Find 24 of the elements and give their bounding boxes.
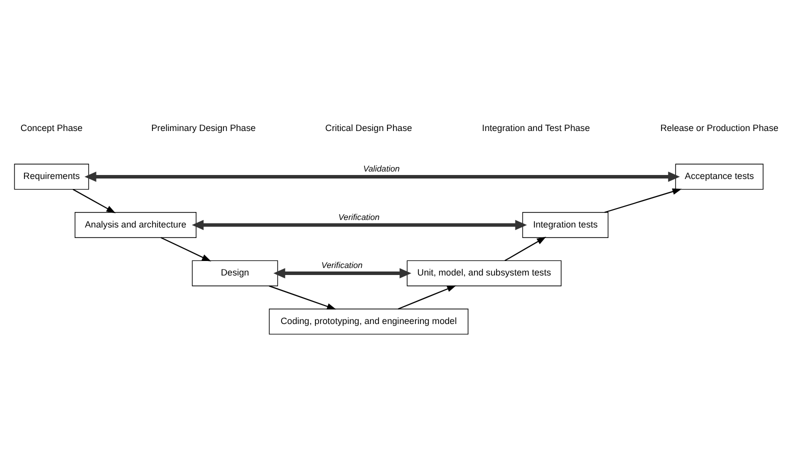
arrow — [160, 236, 212, 261]
node-box: Coding, prototyping, and engineering model — [268, 308, 468, 334]
edge-label: Verification — [338, 211, 380, 222]
arrow — [273, 268, 412, 278]
label: Critical Design Phase — [325, 122, 412, 132]
arrow — [72, 188, 116, 213]
arrow — [192, 219, 527, 230]
arrow — [504, 236, 546, 261]
edge-label: Validation — [363, 163, 400, 174]
node-box: Acceptance tests — [675, 163, 764, 190]
label: Release or Production Phase — [660, 122, 778, 132]
arrow — [604, 188, 682, 212]
arrow — [398, 284, 456, 309]
node-box: Integration tests — [522, 212, 608, 238]
node-box: Analysis and architecture — [74, 212, 196, 238]
label: Preliminary Design Phase — [151, 122, 256, 132]
label: Integration and Test Phase — [482, 122, 590, 132]
label: Concept Phase — [20, 122, 83, 132]
arrow — [268, 284, 336, 310]
node-box: Unit, model, and subsystem tests — [406, 260, 562, 286]
node-box: Requirements — [14, 163, 90, 190]
edge-label: Verification — [321, 260, 363, 270]
node-box: Design — [192, 260, 278, 286]
arrow — [84, 171, 680, 182]
